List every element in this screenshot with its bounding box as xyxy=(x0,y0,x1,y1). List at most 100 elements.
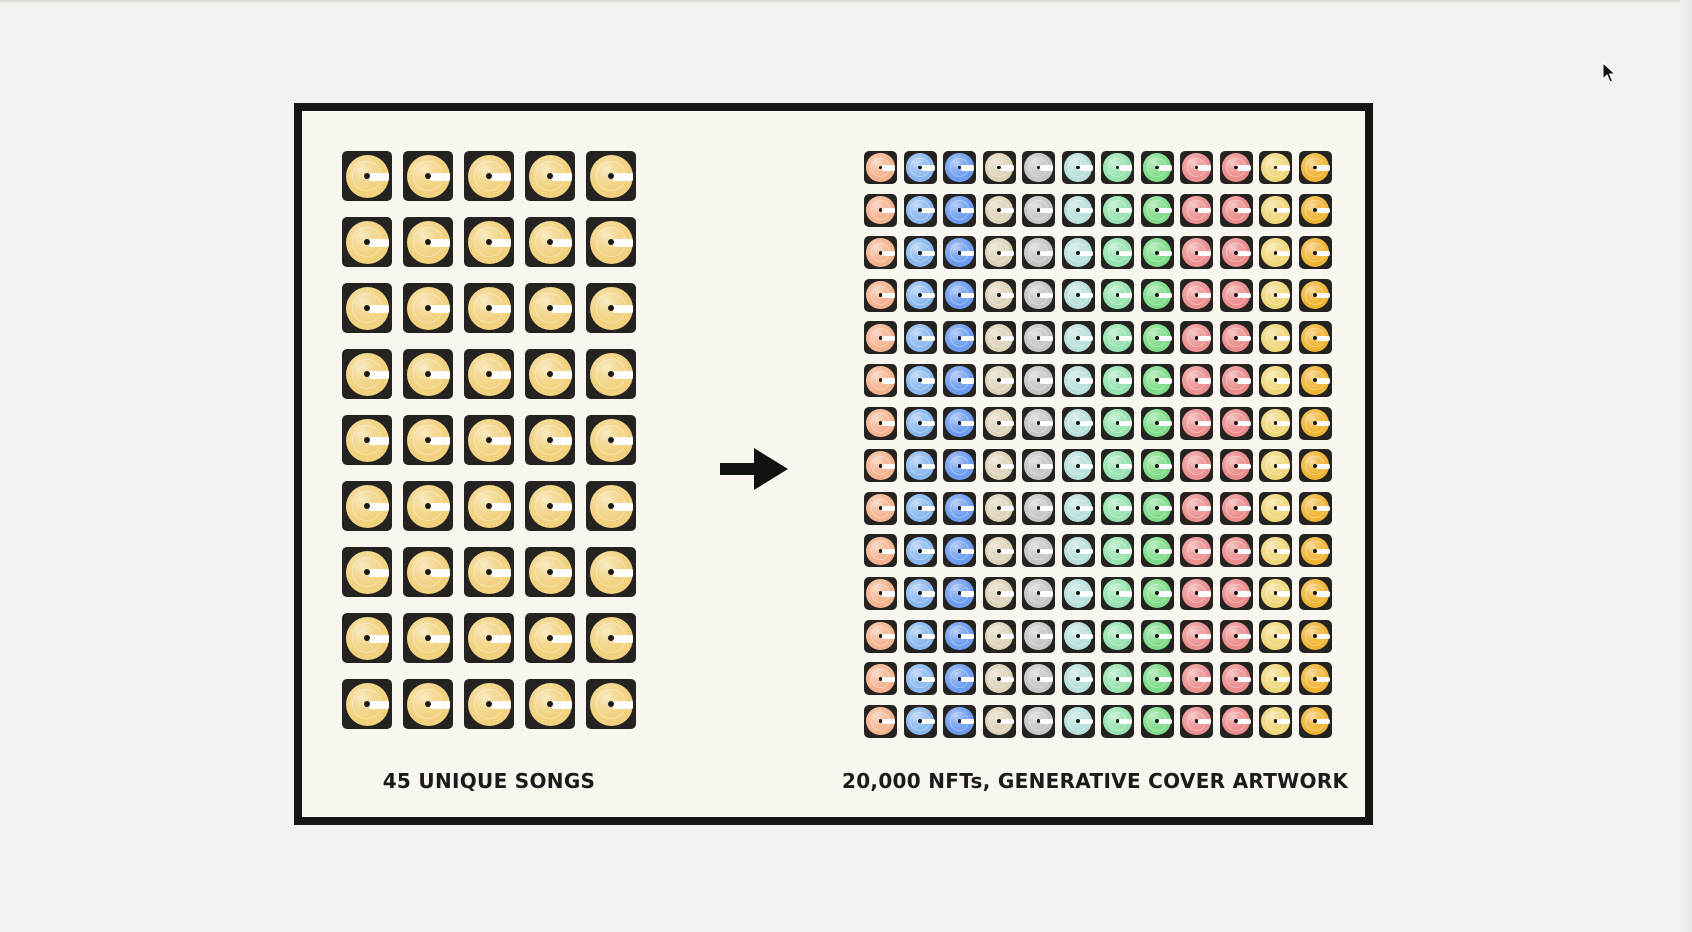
nft-record-tile xyxy=(1180,704,1213,738)
vinyl-record-icon xyxy=(866,536,896,566)
nft-record-tile xyxy=(982,449,1016,483)
vinyl-record-icon xyxy=(945,408,975,438)
record-center-hole xyxy=(1115,719,1120,724)
record-center-hole xyxy=(1036,335,1041,340)
record-notch xyxy=(551,700,573,709)
record-center-hole xyxy=(957,591,962,596)
record-center-hole xyxy=(878,591,883,596)
vinyl-record-icon xyxy=(1142,707,1172,736)
record-notch xyxy=(1197,634,1212,640)
nft-record-tile xyxy=(1259,363,1292,397)
record-notch xyxy=(490,568,512,577)
nft-record-tile xyxy=(903,236,937,270)
record-notch xyxy=(1237,634,1251,640)
nft-record-tile xyxy=(1180,662,1213,696)
record-center-hole xyxy=(1313,378,1317,383)
record-center-hole xyxy=(997,591,1001,596)
vinyl-record-icon xyxy=(945,366,975,395)
vinyl-record-icon xyxy=(984,621,1014,651)
record-center-hole xyxy=(918,634,922,638)
nft-record-tile xyxy=(864,406,897,440)
song-record-tile xyxy=(403,547,453,597)
nft-record-tile xyxy=(1022,619,1055,653)
mouse-pointer-icon xyxy=(1602,62,1616,83)
nft-record-tile xyxy=(1061,534,1095,568)
record-center-hole xyxy=(1036,548,1041,553)
record-notch xyxy=(1197,208,1212,214)
record-notch xyxy=(1237,165,1251,171)
record-center-hole xyxy=(608,503,615,510)
vinyl-record-icon xyxy=(528,682,573,726)
record-center-hole xyxy=(1036,463,1041,468)
vinyl-record-icon xyxy=(1182,323,1212,353)
song-record-tile xyxy=(525,547,575,597)
nft-record-tile xyxy=(1140,662,1174,696)
record-center-hole xyxy=(1036,421,1041,426)
record-center-hole xyxy=(364,437,371,444)
nft-record-tile xyxy=(1101,704,1134,738)
record-center-hole xyxy=(1313,591,1317,596)
song-record-tile xyxy=(525,217,575,267)
record-center-hole xyxy=(547,635,554,642)
record-notch xyxy=(1039,421,1054,427)
record-center-hole xyxy=(997,463,1001,468)
record-center-hole xyxy=(918,548,922,553)
vinyl-record-icon xyxy=(905,408,935,438)
nft-record-tile xyxy=(1140,151,1174,184)
record-notch xyxy=(429,370,451,379)
nft-record-tile xyxy=(1180,449,1213,483)
record-notch xyxy=(1316,719,1330,725)
song-record-tile xyxy=(342,283,392,333)
song-record-tile xyxy=(586,217,636,267)
record-center-hole xyxy=(1115,421,1120,426)
record-center-hole xyxy=(918,293,922,298)
vinyl-record-icon xyxy=(1182,664,1212,693)
record-center-hole xyxy=(1234,421,1238,426)
record-notch xyxy=(1197,463,1212,469)
record-center-hole xyxy=(1273,208,1278,213)
record-notch xyxy=(960,335,975,341)
nft-record-tile xyxy=(1259,449,1292,483)
nft-record-tile xyxy=(1101,151,1134,184)
record-center-hole xyxy=(918,165,922,170)
record-notch xyxy=(881,548,896,554)
nft-record-tile xyxy=(1219,534,1253,568)
vinyl-record-icon xyxy=(345,154,390,198)
nft-record-tile xyxy=(1180,576,1213,610)
vinyl-record-icon xyxy=(945,664,975,693)
record-center-hole xyxy=(918,463,922,468)
song-record-tile xyxy=(586,613,636,663)
vinyl-record-icon xyxy=(467,154,512,198)
nft-record-tile xyxy=(864,151,897,184)
vinyl-record-icon xyxy=(1182,451,1212,480)
record-notch xyxy=(1079,548,1093,554)
nft-record-tile xyxy=(982,321,1016,355)
vinyl-record-icon xyxy=(1182,707,1212,736)
record-notch xyxy=(1039,719,1054,725)
vinyl-record-icon xyxy=(406,484,451,528)
nft-record-tile xyxy=(943,449,976,483)
nft-record-tile xyxy=(1219,193,1253,227)
record-notch xyxy=(1039,293,1054,299)
record-center-hole xyxy=(364,569,371,576)
song-record-tile xyxy=(586,481,636,531)
vinyl-record-icon xyxy=(1261,153,1291,182)
nft-record-tile xyxy=(943,321,976,355)
record-notch xyxy=(1000,463,1014,469)
record-center-hole xyxy=(1273,506,1278,511)
nft-record-tile xyxy=(1180,363,1213,397)
song-record-tile xyxy=(464,415,514,465)
record-notch xyxy=(960,634,975,640)
vinyl-record-icon xyxy=(467,418,512,462)
record-center-hole xyxy=(1273,548,1278,553)
nft-record-tile xyxy=(1219,619,1253,653)
nft-record-tile xyxy=(1101,449,1134,483)
nft-record-tile xyxy=(903,193,937,227)
record-center-hole xyxy=(1155,293,1159,298)
nft-record-tile xyxy=(864,576,897,610)
vinyl-record-icon xyxy=(1024,281,1054,310)
vinyl-record-icon xyxy=(984,281,1014,310)
nft-record-tile xyxy=(982,193,1016,227)
vinyl-record-icon xyxy=(467,616,512,660)
record-notch xyxy=(1039,335,1054,341)
